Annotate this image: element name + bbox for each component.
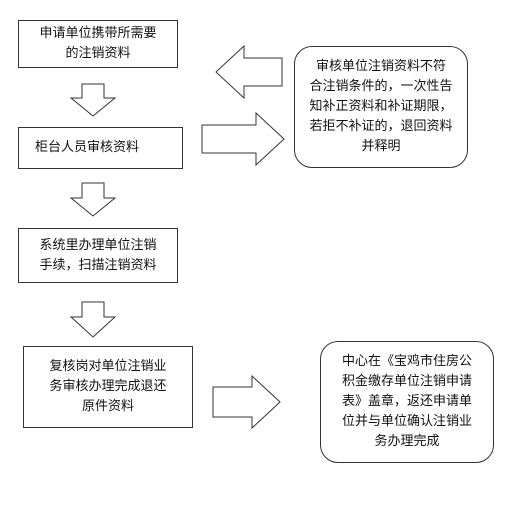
arrow-right-step4-to-final xyxy=(212,374,281,430)
arrow-left-reject-to-step1 xyxy=(215,44,283,100)
arrow-right-step2-to-reject xyxy=(201,111,285,167)
step-1-box: 申请单位携带所需要 的注销资料 xyxy=(18,20,178,68)
final-note-box: 中心在《宝鸡市住房公 积金缴存单位注销申请 表》盖章，返还申请单 位并与单位确认… xyxy=(320,341,494,463)
arrow-down-step2-to-step3 xyxy=(69,182,117,217)
step-4-box: 复核岗对单位注销业 务审核办理完成退还 原件资料 xyxy=(23,346,193,428)
reject-note-box: 审核单位注销资料不符 合注销条件的，一次性告 知补正资料和补证期限， 若拒不补证… xyxy=(294,46,468,168)
step-2-box: 柜台人员审核资料 xyxy=(18,127,183,169)
arrow-down-step3-to-step4 xyxy=(69,301,117,338)
step-3-box: 系统里办理单位注销 手续，扫描注销资料 xyxy=(18,228,178,283)
arrow-down-step1-to-step2 xyxy=(69,83,117,117)
